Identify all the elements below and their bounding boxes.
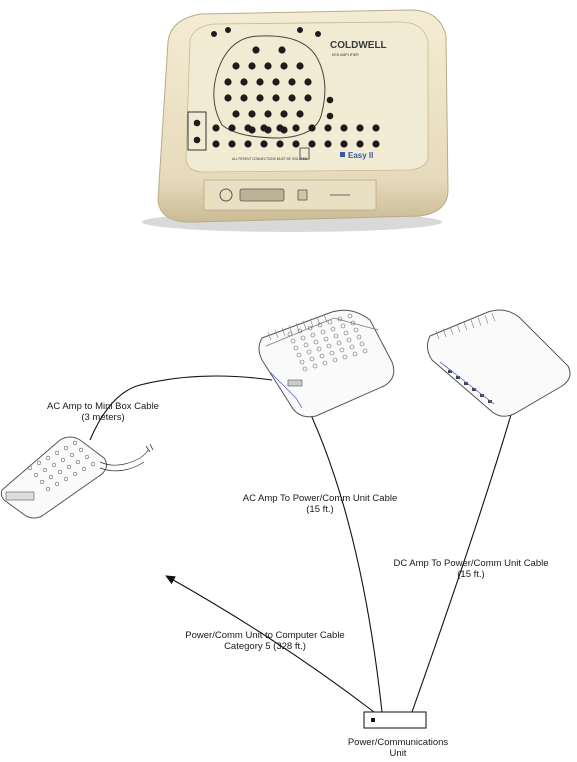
aux-socket	[324, 140, 331, 147]
aux-socket	[372, 140, 379, 147]
mini-box-connector	[6, 492, 34, 500]
head-socket	[264, 62, 271, 69]
reference-socket	[194, 137, 201, 144]
label-ac-to-power-line2: (15 ft.)	[306, 504, 333, 515]
power-indicator-icon	[371, 718, 375, 722]
label-ac-to-power-line1: AC Amp To Power/Comm Unit Cable	[243, 493, 398, 504]
aux-socket	[292, 140, 299, 147]
head-socket	[315, 31, 321, 37]
head-socket	[256, 94, 263, 101]
aux-socket	[228, 124, 235, 131]
aux-socket	[244, 124, 251, 131]
head-socket	[256, 78, 263, 85]
aux-socket	[260, 140, 267, 147]
head-socket	[304, 94, 311, 101]
ac-amplifier-drawing	[259, 310, 394, 417]
cables	[90, 376, 513, 712]
electrode-lead-wire	[100, 450, 148, 465]
head-socket	[248, 62, 255, 69]
cable-ac-to-power	[300, 392, 382, 712]
label-power-to-computer-line2: Category 5 (328 ft.)	[224, 641, 306, 652]
ac-amplifier-port	[288, 380, 302, 386]
ground-socket	[194, 120, 201, 127]
head-socket	[278, 46, 285, 53]
head-socket	[264, 110, 271, 117]
amplifier-photo: COLDWELL EEG AMPLIFIER ALL PATIENT CONNE…	[142, 10, 448, 232]
head-socket	[211, 31, 217, 37]
head-socket	[272, 78, 279, 85]
brand-logo: COLDWELL	[330, 40, 387, 51]
aux-socket	[327, 97, 334, 104]
model-name: Easy II	[348, 151, 373, 160]
head-socket	[297, 27, 303, 33]
head-socket	[232, 110, 239, 117]
aux-socket	[356, 124, 363, 131]
aux-socket	[292, 124, 299, 131]
head-socket	[232, 62, 239, 69]
power-comm-unit	[364, 712, 426, 728]
mini-box-body	[1, 437, 106, 518]
head-socket	[248, 110, 255, 117]
aux-socket	[212, 124, 219, 131]
aux-socket	[228, 140, 235, 147]
head-socket	[296, 110, 303, 117]
label-power-unit-line1: Power/Communications	[348, 737, 449, 748]
aux-socket	[212, 140, 219, 147]
head-socket	[224, 94, 231, 101]
head-socket	[288, 94, 295, 101]
brand-subtitle: EEG AMPLIFIER	[332, 53, 359, 57]
head-socket	[252, 46, 259, 53]
aux-socket	[308, 140, 315, 147]
aux-socket	[340, 124, 347, 131]
warning-label: ALL PATIENT CONNECTIONS MUST BE ISOLATED	[232, 157, 308, 161]
label-dc-to-power-line2: (15 ft.)	[457, 569, 484, 580]
label-mini-box-cable-line2: (3 meters)	[81, 412, 124, 423]
electrode-clip-icon	[146, 444, 153, 452]
ac-amplifier-body	[259, 310, 394, 417]
mini-box-drawing	[1, 437, 153, 518]
head-socket	[280, 62, 287, 69]
aux-socket	[340, 140, 347, 147]
aux-socket	[356, 140, 363, 147]
cable-labels: AC Amp to Mini Box Cable (3 meters) AC A…	[47, 401, 548, 759]
dsub-connector	[240, 189, 284, 201]
aux-socket	[244, 140, 251, 147]
head-socket	[272, 94, 279, 101]
head-socket	[288, 78, 295, 85]
aux-socket	[372, 124, 379, 131]
head-socket	[280, 110, 287, 117]
head-socket	[224, 78, 231, 85]
head-socket	[296, 62, 303, 69]
label-power-to-computer-line1: Power/Comm Unit to Computer Cable	[185, 630, 344, 641]
aux-socket	[276, 140, 283, 147]
label-power-unit-line2: Unit	[390, 748, 407, 759]
dc-amplifier-body	[427, 310, 570, 416]
aux-socket	[324, 124, 331, 131]
aux-socket	[308, 124, 315, 131]
dc-amplifier-drawing	[427, 310, 570, 416]
aux-socket	[276, 124, 283, 131]
head-socket	[304, 78, 311, 85]
label-dc-to-power-line1: DC Amp To Power/Comm Unit Cable	[393, 558, 548, 569]
head-socket	[225, 27, 231, 33]
head-socket	[240, 94, 247, 101]
model-logo-icon	[340, 152, 345, 157]
fiber-port	[298, 190, 307, 200]
head-socket	[240, 78, 247, 85]
aux-socket	[327, 113, 334, 120]
front-panel	[204, 180, 376, 210]
label-mini-box-cable-line1: AC Amp to Mini Box Cable	[47, 401, 159, 412]
aux-socket	[260, 124, 267, 131]
